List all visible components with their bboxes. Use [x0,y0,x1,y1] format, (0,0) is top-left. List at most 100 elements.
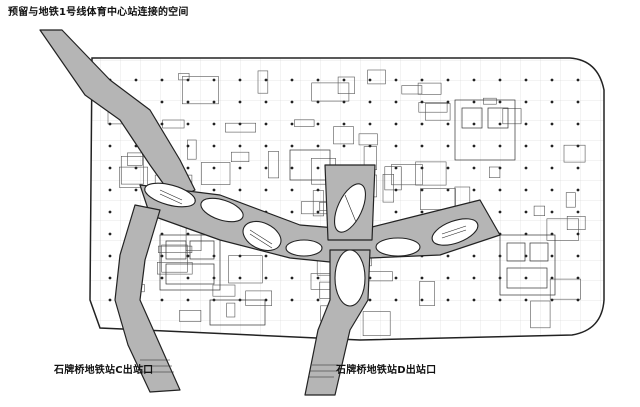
column-dot [316,78,320,82]
column-dot [264,188,268,192]
column-dot [108,122,112,126]
column-dot [420,188,424,192]
shop-unit [187,139,197,160]
column-dot [472,298,476,302]
column-dot [576,166,580,170]
column-dot [472,166,476,170]
shop-unit [226,302,236,318]
shop-unit [121,156,144,185]
column-dot [264,100,268,104]
column-dot [524,210,528,214]
column-dot [576,122,580,126]
column-dot [212,122,216,126]
column-dot [498,166,502,170]
shop-unit [533,205,545,217]
column-dot [264,78,268,82]
shop-unit [488,166,501,178]
shop-unit [245,290,272,306]
column-dot [134,78,138,82]
shop-unit [420,188,456,210]
column-dot [446,166,450,170]
column-dot [394,122,398,126]
column-dot [550,144,554,148]
shop-unit [418,102,448,113]
column-dot [160,78,164,82]
column-dot [576,188,580,192]
column-dot [186,254,190,258]
column-dot [290,298,294,302]
column-dots [108,78,580,302]
column-dot [212,78,216,82]
column-dot [550,122,554,126]
column-dot [290,78,294,82]
escalators [140,189,467,378]
column-dot [420,144,424,148]
shop-unit [161,244,188,273]
column-dot [316,100,320,104]
column-dot [212,166,216,170]
column-dot [420,78,424,82]
column-dot [290,144,294,148]
column-dot [316,188,320,192]
column-dot [446,100,450,104]
column-dot [212,100,216,104]
shop-unit [401,85,423,95]
shop-unit [566,216,586,231]
shop-unit [231,151,250,162]
column-dot [108,188,112,192]
column-dot [394,166,398,170]
column-dot [160,122,164,126]
column-dot [576,100,580,104]
column-dot [290,122,294,126]
column-dot [186,298,190,302]
column-dot [160,298,164,302]
column-dot [472,144,476,148]
column-dot [186,276,190,280]
shop-unit [367,69,386,85]
column-dot [576,210,580,214]
column-dot [186,144,190,148]
shop-unit [178,73,190,81]
column-dot [550,298,554,302]
column-dot [524,276,528,280]
column-dot [446,254,450,258]
column-dot [368,122,372,126]
shop-unit [119,166,149,188]
label-exit-c: 石牌桥地铁站C出站口 [54,365,154,376]
column-dot [472,276,476,280]
column-dot [394,298,398,302]
column-dot [576,298,580,302]
column-dot [550,276,554,280]
column-dot [186,78,190,82]
column-dot [446,188,450,192]
column-dot [108,298,112,302]
column-dot [108,232,112,236]
shop-unit [563,144,586,163]
shop-unit [382,174,394,203]
column-dot [394,78,398,82]
column-dot [264,122,268,126]
column-dot [524,144,528,148]
column-dot [420,166,424,170]
column-dot [134,188,138,192]
shop-unit [384,166,402,191]
column-dot [342,78,346,82]
column-dot [524,122,528,126]
column-dot [550,166,554,170]
shop-unit [483,97,497,105]
column-dot [108,254,112,258]
column-dot [420,122,424,126]
column-dot [108,210,112,214]
shop-unit [201,162,231,185]
column-dot [160,254,164,258]
shop-unit [157,261,193,275]
column-dot [238,122,242,126]
column-dot [160,100,164,104]
column-dot [524,78,528,82]
shop-unit [294,119,315,127]
shop-unit [502,108,522,125]
shop-unit [549,278,581,300]
column-dot [368,144,372,148]
column-dot [108,276,112,280]
column-dot [498,78,502,82]
